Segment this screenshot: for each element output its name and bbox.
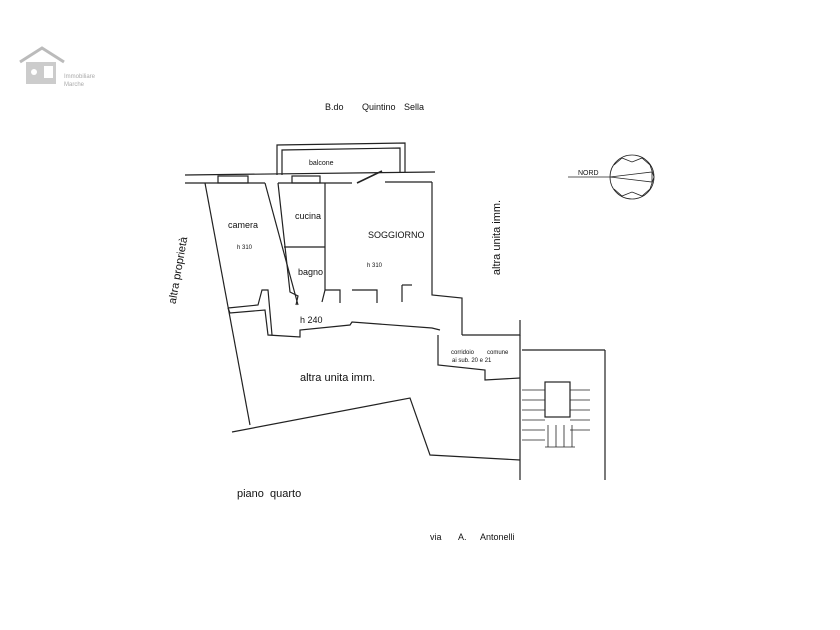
logo-text-line1: Immobiliare: [64, 74, 96, 80]
room-height-soggiorno: h 310: [367, 263, 383, 269]
room-height-hall: h 240: [300, 315, 323, 325]
logo-icon: [19, 46, 65, 84]
street-top-prefix: B.do: [325, 102, 344, 112]
north-arrow-icon: [568, 154, 655, 200]
street-bottom-prefix: via: [430, 532, 442, 542]
neighbor-bottom-label: altra unita imm.: [300, 372, 376, 384]
neighbor-right-label: altra unita imm.: [491, 199, 504, 276]
floor-label: piano quarto: [237, 488, 302, 500]
room-height-camera: h 310: [237, 245, 253, 251]
street-bottom-initial: A.: [458, 532, 467, 542]
room-label-cucina: cucina: [295, 211, 322, 221]
corridor-label-1: corridoio: [451, 350, 475, 356]
street-top-name2: Sella: [404, 102, 425, 112]
street-bottom-name: Antonelli: [480, 532, 515, 542]
room-label-camera: camera: [228, 220, 259, 230]
room-label-balcone: balcone: [309, 160, 334, 167]
north-label: NORD: [578, 170, 599, 177]
room-label-soggiorno: SOGGIORNO: [368, 230, 425, 240]
room-label-bagno: bagno: [298, 267, 324, 277]
walls: [184, 142, 606, 480]
corridor-label-3: ai sub. 20 e 21: [452, 358, 492, 364]
street-top-name: Quintino: [362, 102, 396, 112]
logo-text-line2: Marche: [64, 82, 85, 88]
corridor-label-2: comune: [487, 350, 509, 356]
